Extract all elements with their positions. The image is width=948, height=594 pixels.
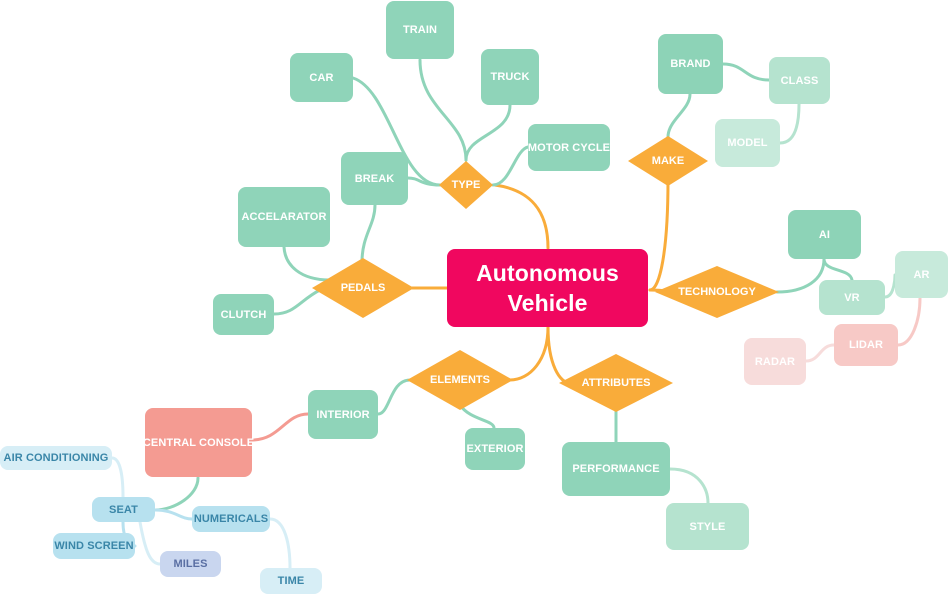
category-type-label: TYPE (451, 179, 481, 191)
connector-performance-style (668, 467, 710, 505)
connector-pedals-break (360, 203, 377, 264)
connector-class-model (778, 102, 801, 145)
category-type[interactable]: TYPE (439, 161, 493, 209)
node-motor-cycle[interactable]: MOTOR CYCLE (528, 124, 610, 171)
category-technology[interactable]: TECHNOLOGY (655, 266, 779, 318)
connector-elements-interior (376, 378, 412, 416)
connector-type-break (406, 176, 442, 187)
node-radar[interactable]: RADAR (744, 338, 806, 385)
node-exterior[interactable]: EXTERIOR (465, 428, 525, 470)
node-seat[interactable]: SEAT (92, 497, 155, 522)
node-wind-screen[interactable]: WIND SCREEN (53, 533, 135, 559)
node-performance[interactable]: PERFORMANCE (562, 442, 670, 496)
category-attributes-label: ATTRIBUTES (581, 377, 651, 389)
node-vr[interactable]: VR (819, 280, 885, 315)
connector-vr-ar (883, 273, 897, 299)
node-air-conditioning[interactable]: AIR CONDITIONING (0, 446, 112, 470)
node-model[interactable]: MODEL (715, 119, 780, 167)
category-make[interactable]: MAKE (628, 136, 708, 186)
connector-seat-aircon (110, 456, 125, 499)
node-class[interactable]: CLASS (769, 57, 830, 104)
diamond-shape (312, 258, 414, 318)
connector-pedals-accelarator (282, 245, 332, 282)
node-break[interactable]: BREAK (341, 152, 408, 205)
connector-ar-lidar (896, 296, 922, 347)
connector-root-elements (508, 325, 550, 382)
node-clutch[interactable]: CLUTCH (213, 294, 274, 335)
connector-ai-vr (822, 257, 854, 282)
node-brand[interactable]: BRAND (658, 34, 723, 94)
node-interior[interactable]: INTERIOR (308, 390, 378, 439)
root-label-line1: Autonomous (476, 260, 619, 286)
connector-type-truck (464, 103, 512, 162)
connector-type-motorcycle (491, 145, 530, 187)
connector-interior-console (250, 412, 310, 442)
connector-make-brand (666, 92, 692, 139)
connector-lidar-radar (804, 343, 836, 363)
node-truck[interactable]: TRUCK (481, 49, 539, 105)
connector-root-make (648, 178, 670, 292)
category-pedals-label: PEDALS (340, 282, 386, 294)
root-label-line2: Vehicle (507, 290, 588, 316)
category-elements[interactable]: ELEMENTS (407, 350, 513, 410)
node-lidar[interactable]: LIDAR (834, 324, 898, 366)
node-car[interactable]: CAR (290, 53, 353, 102)
node-numericals[interactable]: NUMERICALS (192, 506, 270, 532)
connector-numericals-time (268, 517, 292, 570)
diamond-shape (628, 136, 708, 186)
node-ai[interactable]: AI (788, 210, 861, 259)
connector-type-train (418, 58, 468, 162)
root-node[interactable]: Autonomous Vehicle (447, 249, 648, 327)
connector-seat-numericals (153, 508, 194, 521)
category-technology-label: TECHNOLOGY (678, 286, 756, 298)
connector-type-car (351, 76, 442, 187)
diamond-shape (407, 350, 513, 410)
category-attributes[interactable]: ATTRIBUTES (559, 354, 673, 412)
node-miles[interactable]: MILES (160, 551, 221, 577)
diamond-shape (439, 161, 493, 209)
connector-root-type (493, 183, 550, 250)
category-make-label: MAKE (651, 155, 685, 167)
category-elements-label: ELEMENTS (430, 374, 490, 386)
diamond-shape (655, 266, 779, 318)
connector-console-seat (153, 476, 200, 512)
node-style[interactable]: STYLE (666, 503, 749, 550)
node-ar[interactable]: AR (895, 251, 948, 298)
node-accelarator[interactable]: ACCELARATOR (238, 187, 330, 247)
category-pedals[interactable]: PEDALS (312, 258, 414, 318)
node-time[interactable]: TIME (260, 568, 322, 594)
node-train[interactable]: TRAIN (386, 1, 454, 59)
connector-seat-miles (138, 520, 162, 566)
diamond-shape (559, 354, 673, 412)
connector-technology-ai (775, 257, 826, 294)
node-central-console[interactable]: CENTRAL CONSOLE (143, 408, 254, 477)
connector-brand-class (721, 62, 771, 82)
connector-pedals-clutch (272, 288, 322, 316)
